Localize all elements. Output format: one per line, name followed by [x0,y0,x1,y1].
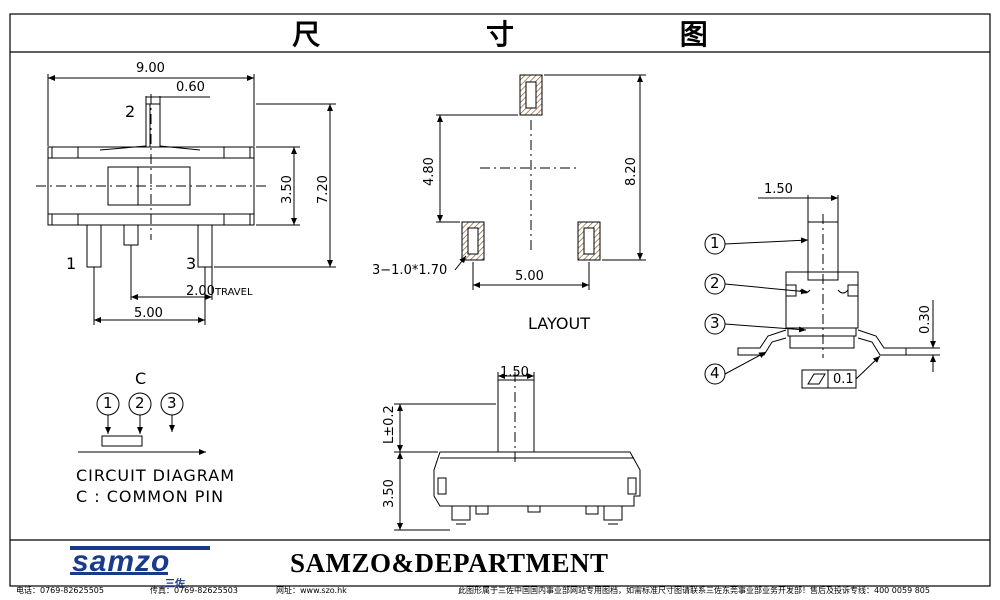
layout-label: LAYOUT [528,314,590,333]
layout-pitch-label: 5.00 [515,269,544,284]
pitch-dim-label: 5.00 [134,306,163,321]
pin-1-label: 1 [66,254,77,273]
width-dim-label: 9.00 [136,61,165,76]
side-view [704,195,940,389]
footer-notice: 此图形属于三佐中国国内事业部网站专用图档，如需标准尺寸图请联系三佐东莞事业部业务… [458,586,930,595]
circuit-pin-3: 3 [167,394,177,412]
callout-1: 1 [710,234,720,252]
callout-2: 2 [710,274,720,292]
total-height-dim-label: 7.20 [316,175,331,204]
height-dim-label: 3.50 [280,175,295,204]
callout-4: 4 [710,364,720,382]
offset-dim-label: 0.30 [918,305,933,334]
common-label: C [135,369,147,388]
circuit-diagram [78,392,206,455]
travel-dim-label: 2.00TRAVEL [186,284,253,299]
flatness-value: 0.1 [833,372,854,387]
bottom-view [394,372,641,531]
bottom-lever-dim: 1.50 [500,365,529,380]
samzo-logo-cn: 三佐 [165,579,185,590]
hole-spec-label: 3−1.0*1.70 [372,263,448,278]
lever-height-dim: L±0.2 [382,405,397,444]
layout-dim-right: 8.20 [624,157,639,186]
layout-view [436,74,646,290]
sheet-border [9,13,991,587]
circuit-caption: CIRCUIT DIAGRAM [76,466,235,485]
footer-phone: 电话：0769-82625505 [16,586,104,595]
body-height-dim: 3.50 [382,479,397,508]
pin-3-label: 3 [186,254,197,273]
samzo-logo: samzo [72,545,171,578]
side-lever-dim: 1.50 [764,182,793,197]
layout-dim-left: 4.80 [422,157,437,186]
front-view [36,74,336,325]
circuit-pin-1: 1 [103,394,113,412]
department-title: SAMZO&DEPARTMENT [290,548,609,578]
pin-2-label: 2 [125,102,136,121]
footer-website[interactable]: 网址：www.szo.hk [276,586,347,595]
logo-mark [70,546,210,575]
circuit-pin-2: 2 [135,394,145,412]
lever-dim-label: 0.60 [176,80,205,95]
common-pin-caption: C : COMMON PIN [76,487,225,506]
callout-3: 3 [710,314,720,332]
page-title: 尺 寸 图 [292,18,786,51]
footer-fax: 传真：0769-82625503 [150,586,238,595]
